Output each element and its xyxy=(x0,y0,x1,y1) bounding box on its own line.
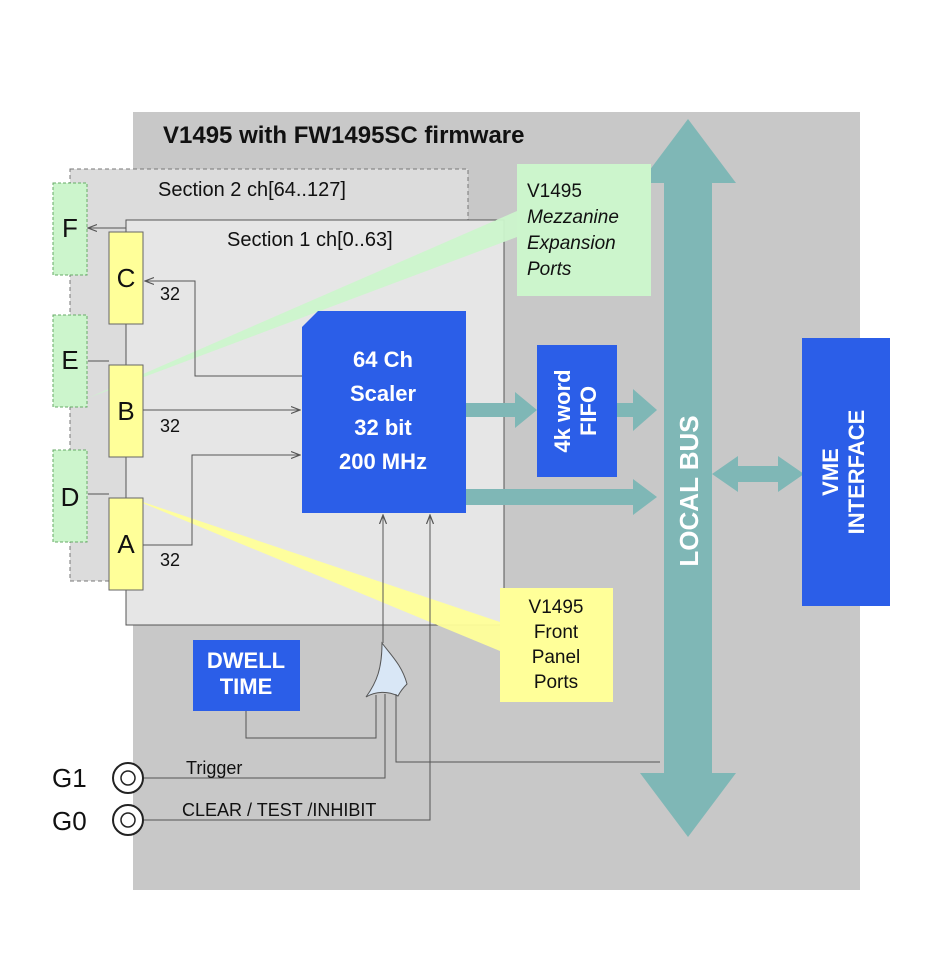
g1-label: G1 xyxy=(52,763,87,793)
fifo-line-2: FIFO xyxy=(576,386,601,436)
local-bus xyxy=(640,119,736,837)
mezzanine-port-e-label: E xyxy=(61,345,78,375)
g1-connector[interactable] xyxy=(112,762,144,794)
fifo-line-1: 4k word xyxy=(550,369,575,452)
front-port-c xyxy=(108,231,144,325)
front-panel-callout-line-3: Panel xyxy=(532,647,581,668)
front-panel-callout-pointer xyxy=(128,497,500,651)
front-panel-callout-line-4: Ports xyxy=(534,672,578,693)
vme-line-2: INTERFACE xyxy=(844,410,869,535)
front-panel-callout-line-2: Front xyxy=(534,622,579,643)
dwell-line-2: TIME xyxy=(220,674,273,699)
section-2-label: Section 2 ch[64..127] xyxy=(158,179,346,201)
or-gate xyxy=(365,641,408,698)
scaler-block xyxy=(302,311,466,513)
scaler-line-3: 32 bit xyxy=(354,415,412,440)
board-title: V1495 with FW1495SC firmware xyxy=(163,122,524,149)
mezzanine-callout-line-2: Mezzanine xyxy=(527,207,619,228)
front-panel-callout-line-1: V1495 xyxy=(529,597,584,618)
scaler-to-fifo-arrow xyxy=(466,392,537,428)
a-to-scaler-line xyxy=(143,455,300,546)
front-port-b-label: B xyxy=(117,396,134,426)
trigger-label: Trigger xyxy=(186,758,242,778)
front-port-c-label: C xyxy=(117,263,136,293)
scaler-to-c-line xyxy=(145,281,302,377)
dwell-to-or-line xyxy=(245,695,377,739)
scaler-line-1: 64 Ch xyxy=(353,347,413,372)
bus-to-or-line xyxy=(395,694,660,763)
front-port-a xyxy=(108,497,144,591)
clear-to-scaler-line xyxy=(144,515,430,821)
mezzanine-callout xyxy=(517,164,651,296)
scaler-line-4: 200 MHz xyxy=(339,449,427,474)
bus-width-c: 32 xyxy=(160,284,180,304)
dwell-time-block xyxy=(193,640,300,711)
fifo-to-bus-arrow xyxy=(617,389,657,431)
mezzanine-callout-line-4: Ports xyxy=(527,259,572,280)
trigger-to-or-line xyxy=(144,694,386,779)
clear-test-inhibit-label: CLEAR / TEST /INHIBIT xyxy=(182,800,376,820)
fifo-block xyxy=(537,345,617,477)
g0-label: G0 xyxy=(52,806,87,836)
section-1-label: Section 1 ch[0..63] xyxy=(227,229,393,251)
mezzanine-callout-line-1: V1495 xyxy=(527,181,582,202)
g0-connector[interactable] xyxy=(112,804,144,836)
mezzanine-callout-line-3: Expansion xyxy=(527,233,616,254)
mezzanine-port-d xyxy=(52,449,88,543)
dwell-line-1: DWELL xyxy=(207,648,285,673)
mezzanine-port-d-label: D xyxy=(61,482,80,512)
mezzanine-port-f-label: F xyxy=(62,213,78,243)
bus-width-a: 32 xyxy=(160,550,180,570)
mezzanine-port-e xyxy=(52,314,88,408)
vme-line-1: VME xyxy=(818,448,843,496)
local-bus-label: LOCAL BUS xyxy=(674,415,704,566)
vme-interface-block xyxy=(802,338,890,606)
front-port-a-label: A xyxy=(117,529,135,559)
bus-vme-arrow xyxy=(712,456,804,492)
scaler-line-2: Scaler xyxy=(350,381,416,406)
mezzanine-port-f xyxy=(52,182,88,276)
front-port-b xyxy=(108,364,144,458)
scaler-to-bus-arrow xyxy=(466,479,657,515)
bus-width-b: 32 xyxy=(160,416,180,436)
front-panel-callout xyxy=(500,588,613,702)
